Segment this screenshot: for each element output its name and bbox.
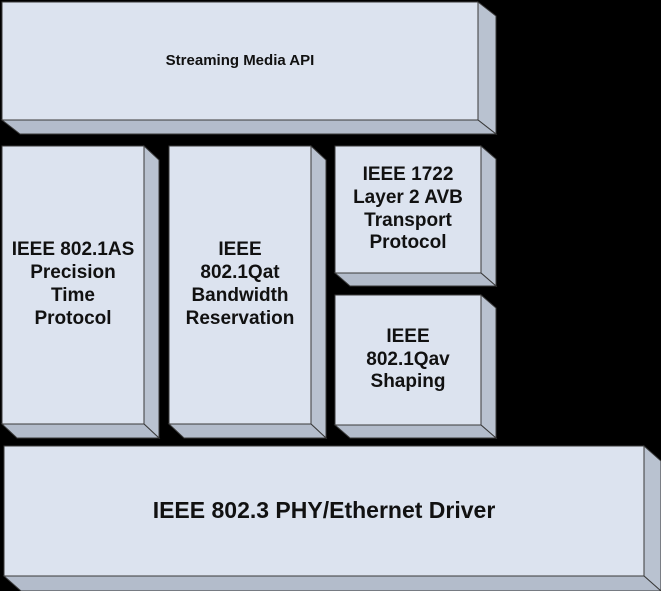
ieee-1722-bottom-face (333, 272, 498, 287)
ieee-8021as-shape (0, 144, 161, 440)
ieee-8021qav-line-1: IEEE (386, 325, 430, 347)
ieee-1722-line-3: Transport (364, 209, 452, 231)
ieee-8021qav-line-3: Shaping (370, 371, 446, 393)
ieee-8023-block: IEEE 802.3 PHY/Ethernet Driver (2, 444, 661, 591)
ieee-8021qat-bottom-face (167, 423, 328, 439)
ieee-8023-line-1: IEEE 802.3 PHY/Ethernet Driver (152, 497, 496, 524)
ieee-8021as-line-1: IEEE 802.1AS (11, 239, 135, 261)
ieee-8023-label: IEEE 802.3 PHY/Ethernet Driver (4, 446, 644, 576)
ieee-1722-side-face (480, 144, 497, 288)
ieee-8023-front-face (3, 445, 645, 577)
streaming-media-api-front-face (1, 1, 479, 121)
ieee-8021as-line-3: Time (50, 285, 95, 306)
ieee-8021qav-label: IEEE 802.1Qav Shaping (335, 295, 481, 425)
ieee-8021as-line-2: Precision (30, 262, 116, 284)
ieee-8021qav-bottom-face (333, 424, 498, 439)
streaming-media-api-line-1: Streaming Media API (165, 52, 315, 69)
ieee-8023-shape (2, 444, 661, 591)
ieee-1722-line-1: IEEE 1722 (362, 163, 454, 185)
ieee-8021qat-line-2: 802.1Qat (200, 262, 280, 284)
ieee-8021qat-front-face (168, 145, 312, 425)
streaming-media-api-block: Streaming Media API (0, 0, 498, 136)
ieee-8021qat-block: IEEE 802.1Qat Bandwidth Reservation (167, 144, 328, 440)
ieee-8021as-side-face (143, 144, 160, 440)
ieee-8021qav-line-2: 802.1Qav (366, 348, 450, 370)
ieee-1722-block: IEEE 1722 Layer 2 AVB Transport Protocol (333, 144, 498, 288)
ieee-8021qat-line-4: Reservation (185, 307, 295, 329)
ieee-8021qat-label: IEEE 802.1Qat Bandwidth Reservation (169, 146, 311, 424)
ieee-8023-side-face (643, 444, 661, 591)
ieee-1722-line-2: Layer 2 AVB (353, 186, 463, 208)
streaming-media-api-side-face (477, 0, 497, 136)
ieee-8021qav-front-face (334, 294, 482, 426)
ieee-8021as-label: IEEE 802.1AS Precision Time Protocol (2, 146, 144, 424)
ieee-8021qat-shape (167, 144, 328, 440)
ieee-8021qav-side-face (480, 293, 497, 440)
ieee-8021as-front-face (1, 145, 145, 425)
streaming-media-api-bottom-face (0, 119, 498, 135)
ieee-8021qav-shape (333, 293, 498, 440)
ieee-1722-shape (333, 144, 498, 288)
ieee-8021qav-block: IEEE 802.1Qav Shaping (333, 293, 498, 440)
ieee-1722-line-4: Protocol (369, 232, 447, 254)
ieee-8021qat-line-3: Bandwidth (191, 285, 289, 306)
ieee-8021as-line-4: Protocol (34, 307, 112, 329)
ieee-8023-bottom-face (2, 575, 661, 591)
ieee-1722-label: IEEE 1722 Layer 2 AVB Transport Protocol (335, 146, 481, 273)
streaming-media-api-shape (0, 0, 498, 136)
ieee-8021qat-line-1: IEEE (218, 239, 262, 261)
ieee-8021qat-side-face (310, 144, 327, 440)
ieee-1722-front-face (334, 145, 482, 274)
streaming-media-api-label: Streaming Media API (2, 2, 478, 120)
ieee-8021as-bottom-face (0, 423, 161, 439)
ieee-8021as-block: IEEE 802.1AS Precision Time Protocol (0, 144, 161, 440)
